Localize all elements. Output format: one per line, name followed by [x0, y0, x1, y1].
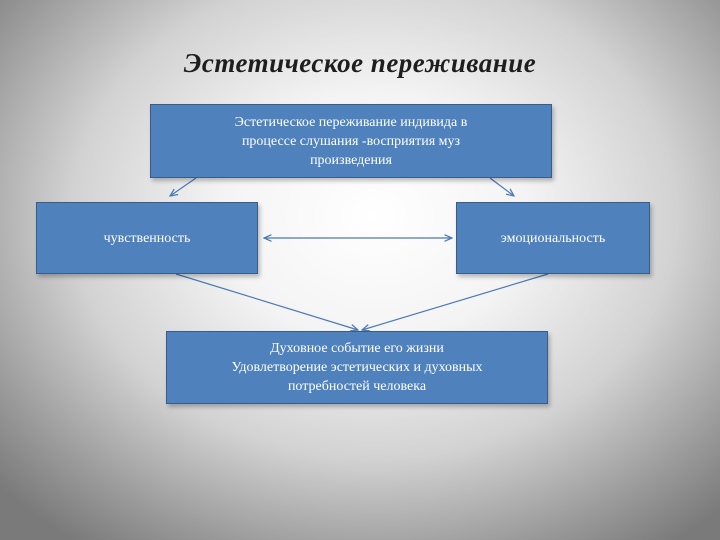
left-box: чувственность: [36, 202, 258, 274]
left-box-text: чувственность: [103, 230, 191, 246]
arrow-top-to-left: [170, 177, 197, 196]
arrow-left-to-bottom: [175, 273, 358, 330]
top-box: Эстетическое переживание индивида в проц…: [150, 104, 552, 178]
bottom-box: Духовное событие его жизни Удовлетворени…: [166, 331, 548, 404]
arrow-top-to-right: [489, 177, 514, 196]
bottom-box-text: Духовное событие его жизни Удовлетворени…: [231, 341, 483, 394]
arrow-right-to-bottom: [362, 273, 549, 330]
top-box-text: Эстетическое переживание индивида в проц…: [234, 114, 468, 168]
right-box-text: эмоциональность: [500, 230, 606, 246]
right-box: эмоциональность: [456, 202, 650, 274]
slide-title: Эстетическое переживание: [183, 48, 537, 78]
